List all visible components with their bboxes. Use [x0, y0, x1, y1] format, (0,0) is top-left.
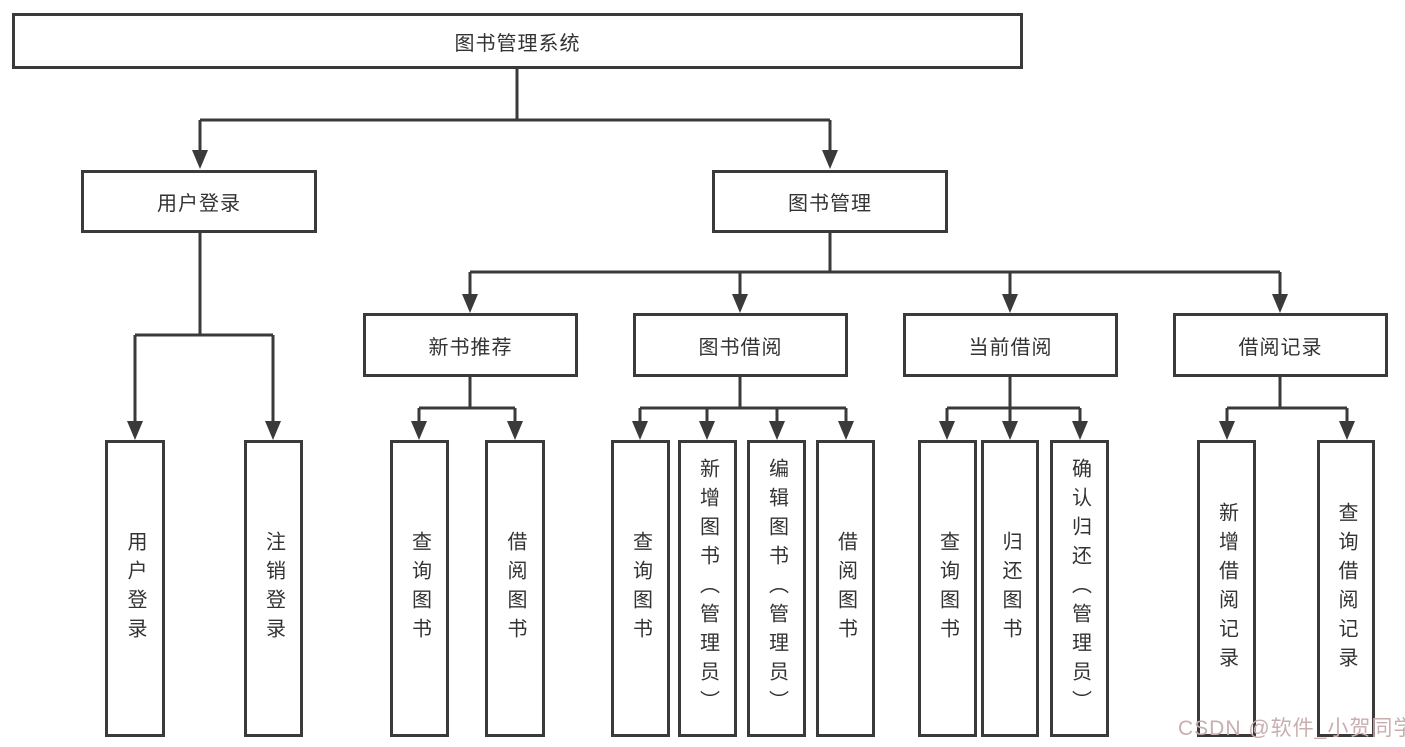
connector-book-borrowing-to-leaves: [632, 377, 854, 440]
node-label: 图书借阅: [698, 336, 783, 359]
node-label: 用户登录: [124, 530, 146, 647]
node-label: 新书推荐: [428, 336, 513, 359]
node-label: 查询图书: [936, 530, 959, 647]
node-label: 查询图书: [629, 530, 652, 647]
node-label: 查询图书: [408, 530, 431, 647]
node-library-management-system: 图书管理系统: [12, 13, 1023, 69]
node-current-borrowing: 当前借阅: [903, 313, 1118, 377]
leaf-return-book: 归还图书: [981, 440, 1039, 737]
node-label: 确认归还（管理员）: [1068, 458, 1091, 719]
node-label: 图书管理: [788, 193, 872, 215]
leaf-logout: 注销登录: [244, 440, 303, 737]
connector-user-login-to-leaves: [127, 233, 281, 440]
node-label: 当前借阅: [968, 336, 1053, 359]
leaf-query-borrow-record: 查询借阅记录: [1317, 440, 1375, 737]
leaf-query-books-recommend: 查询图书: [390, 440, 449, 737]
connector-borrowing-records-to-leaves: [1219, 377, 1355, 440]
node-label: 新增图书（管理员）: [696, 458, 719, 719]
leaf-edit-book-admin: 编辑图书（管理员）: [747, 440, 806, 737]
connector-root-to-level2: [192, 69, 838, 169]
leaf-add-borrow-record: 新增借阅记录: [1197, 440, 1256, 737]
node-label: 图书管理系统: [454, 32, 581, 55]
node-label: 用户登录: [157, 193, 241, 215]
node-label: 借阅记录: [1238, 336, 1323, 359]
watermark: CSDN @软件_小贺同学: [1178, 717, 1405, 740]
node-label: 编辑图书（管理员）: [765, 458, 788, 719]
leaf-query-books-borrowing: 查询图书: [611, 440, 670, 737]
leaf-user-login: 用户登录: [105, 440, 165, 737]
leaf-add-book-admin: 新增图书（管理员）: [678, 440, 737, 737]
node-borrowing-records: 借阅记录: [1173, 313, 1388, 377]
node-label: 查询借阅记录: [1335, 501, 1357, 676]
node-new-book-recommend: 新书推荐: [363, 313, 578, 377]
node-label: 借阅图书: [834, 530, 857, 647]
leaf-query-books-current: 查询图书: [918, 440, 977, 737]
node-label: 借阅图书: [504, 530, 526, 647]
leaf-borrow-books-recommend: 借阅图书: [485, 440, 545, 737]
connector-new-book-to-leaves: [411, 377, 523, 440]
leaf-confirm-return-admin: 确认归还（管理员）: [1050, 440, 1109, 737]
node-book-management: 图书管理: [712, 170, 948, 233]
leaf-borrow-books-borrowing: 借阅图书: [816, 440, 875, 737]
node-label: 归还图书: [999, 530, 1021, 647]
node-label: 注销登录: [262, 530, 285, 647]
connector-current-borrowing-to-leaves: [939, 377, 1088, 440]
connector-book-management-to-level3: [462, 233, 1288, 313]
node-user-login: 用户登录: [81, 170, 317, 233]
node-label: 新增借阅记录: [1215, 501, 1238, 676]
node-book-borrowing: 图书借阅: [633, 313, 848, 377]
